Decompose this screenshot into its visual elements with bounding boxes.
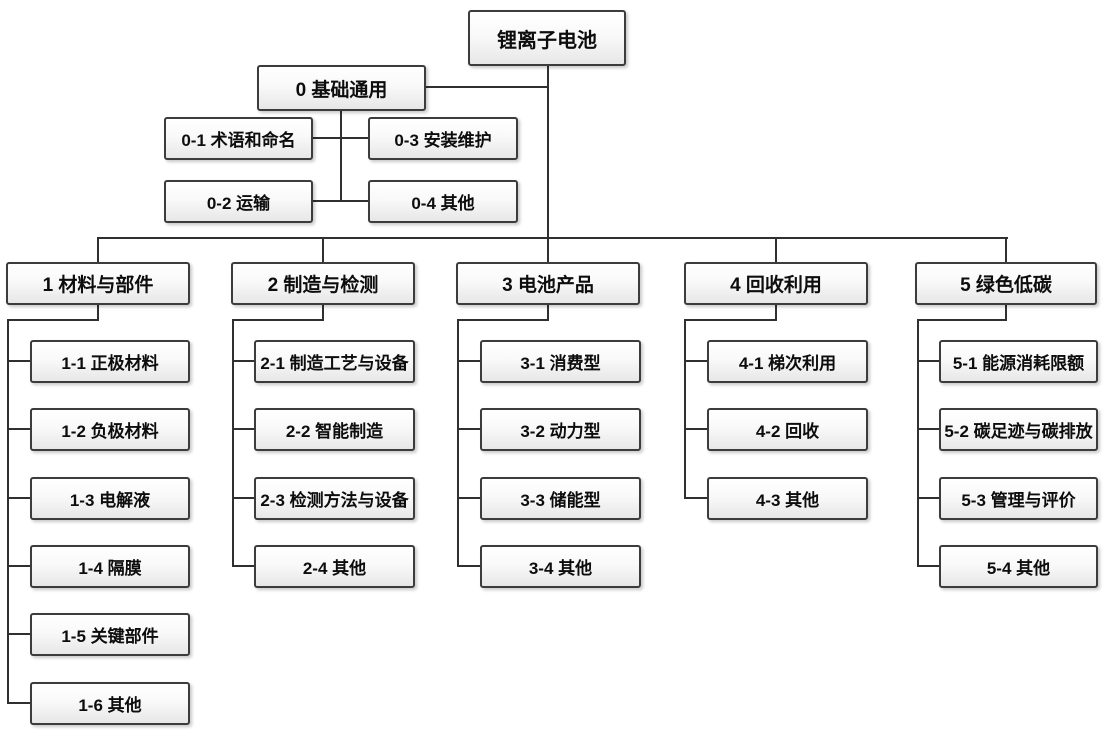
branch-3-drop-line xyxy=(547,237,549,263)
branch-1-child-stub-line xyxy=(7,702,30,704)
root-trunk-line xyxy=(547,66,549,238)
branch-3-elbow-line xyxy=(547,305,549,321)
node-level0-child: 0-4 其他 xyxy=(368,180,518,223)
branch-2-trunk-line xyxy=(232,319,234,567)
branch-4-child-stub-line xyxy=(684,360,707,362)
node-branch-3: 3 电池产品 xyxy=(456,262,640,305)
branch-4-trunk-line xyxy=(684,319,686,499)
branch-4-child-stub-line xyxy=(684,428,707,430)
node-branch-4-child: 4-3 其他 xyxy=(707,477,868,520)
node-branch-1-child: 1-4 隔膜 xyxy=(30,545,190,588)
level0-row2-stub-line xyxy=(313,200,368,202)
branch-5-child-stub-line xyxy=(917,497,939,499)
node-branch-3-child: 3-4 其他 xyxy=(480,545,641,588)
branch-2-elbow-line xyxy=(322,305,324,321)
branch-5-elbow-line xyxy=(1005,305,1007,321)
branch-3-trunk-line xyxy=(457,319,459,567)
node-branch-2: 2 制造与检测 xyxy=(231,262,415,305)
node-level0: 0 基础通用 xyxy=(257,65,426,111)
node-branch-5-child: 5-4 其他 xyxy=(939,545,1098,588)
level0-connector-line xyxy=(426,86,548,88)
node-branch-5-child: 5-2 碳足迹与碳排放 xyxy=(939,408,1098,451)
node-branch-1-child: 1-1 正极材料 xyxy=(30,340,190,383)
branch-3-child-stub-line xyxy=(457,428,480,430)
branch-2-child-stub-line xyxy=(232,565,254,567)
branch-1-child-stub-line xyxy=(7,565,30,567)
branch-1-trunk-line xyxy=(7,319,9,704)
branch-2-elbow-line xyxy=(232,319,324,321)
node-branch-1-child: 1-5 关键部件 xyxy=(30,613,190,656)
branch-5-trunk-line xyxy=(917,319,919,567)
node-branch-1-child: 1-2 负极材料 xyxy=(30,408,190,451)
node-branch-1-child: 1-3 电解液 xyxy=(30,477,190,520)
node-branch-4-child: 4-2 回收 xyxy=(707,408,868,451)
branch-3-elbow-line xyxy=(457,319,549,321)
node-branch-2-child: 2-3 检测方法与设备 xyxy=(254,477,415,520)
branch-1-elbow-line xyxy=(97,305,99,321)
node-branch-3-child: 3-3 储能型 xyxy=(480,477,641,520)
node-branch-2-child: 2-1 制造工艺与设备 xyxy=(254,340,415,383)
branch-1-child-stub-line xyxy=(7,633,30,635)
branch-1-drop-line xyxy=(97,237,99,263)
node-branch-3-child: 3-2 动力型 xyxy=(480,408,641,451)
branch-1-elbow-line xyxy=(7,319,99,321)
node-branch-5-child: 5-3 管理与评价 xyxy=(939,477,1098,520)
node-level0-child: 0-1 术语和命名 xyxy=(164,117,313,160)
branch-2-drop-line xyxy=(322,237,324,263)
branch-4-child-stub-line xyxy=(684,497,707,499)
branch-2-child-stub-line xyxy=(232,497,254,499)
branch-4-drop-line xyxy=(775,237,777,263)
branch-2-child-stub-line xyxy=(232,360,254,362)
level0-row1-stub-line xyxy=(313,137,368,139)
node-branch-1-child: 1-6 其他 xyxy=(30,682,190,725)
branch-1-child-stub-line xyxy=(7,360,30,362)
branch-4-elbow-line xyxy=(775,305,777,321)
node-branch-4: 4 回收利用 xyxy=(684,262,868,305)
node-level0-child: 0-3 安装维护 xyxy=(368,117,518,160)
branch-2-child-stub-line xyxy=(232,428,254,430)
node-root: 锂离子电池 xyxy=(468,10,626,66)
branch-5-child-stub-line xyxy=(917,360,939,362)
node-branch-3-child: 3-1 消费型 xyxy=(480,340,641,383)
node-branch-2-child: 2-2 智能制造 xyxy=(254,408,415,451)
branch-3-child-stub-line xyxy=(457,497,480,499)
node-branch-2-child: 2-4 其他 xyxy=(254,545,415,588)
branch-3-child-stub-line xyxy=(457,565,480,567)
node-level0-child: 0-2 运输 xyxy=(164,180,313,223)
node-branch-5-child: 5-1 能源消耗限额 xyxy=(939,340,1098,383)
branch-1-child-stub-line xyxy=(7,497,30,499)
node-branch-4-child: 4-1 梯次利用 xyxy=(707,340,868,383)
branch-5-child-stub-line xyxy=(917,428,939,430)
branch-5-elbow-line xyxy=(917,319,1007,321)
branch-1-child-stub-line xyxy=(7,428,30,430)
main-rail-line xyxy=(97,237,1008,239)
node-branch-1: 1 材料与部件 xyxy=(6,262,190,305)
branch-5-child-stub-line xyxy=(917,565,939,567)
level0-children-spine-line xyxy=(340,111,342,202)
branch-5-drop-line xyxy=(1005,237,1007,263)
branch-4-elbow-line xyxy=(684,319,777,321)
node-branch-5: 5 绿色低碳 xyxy=(915,262,1097,305)
branch-3-child-stub-line xyxy=(457,360,480,362)
